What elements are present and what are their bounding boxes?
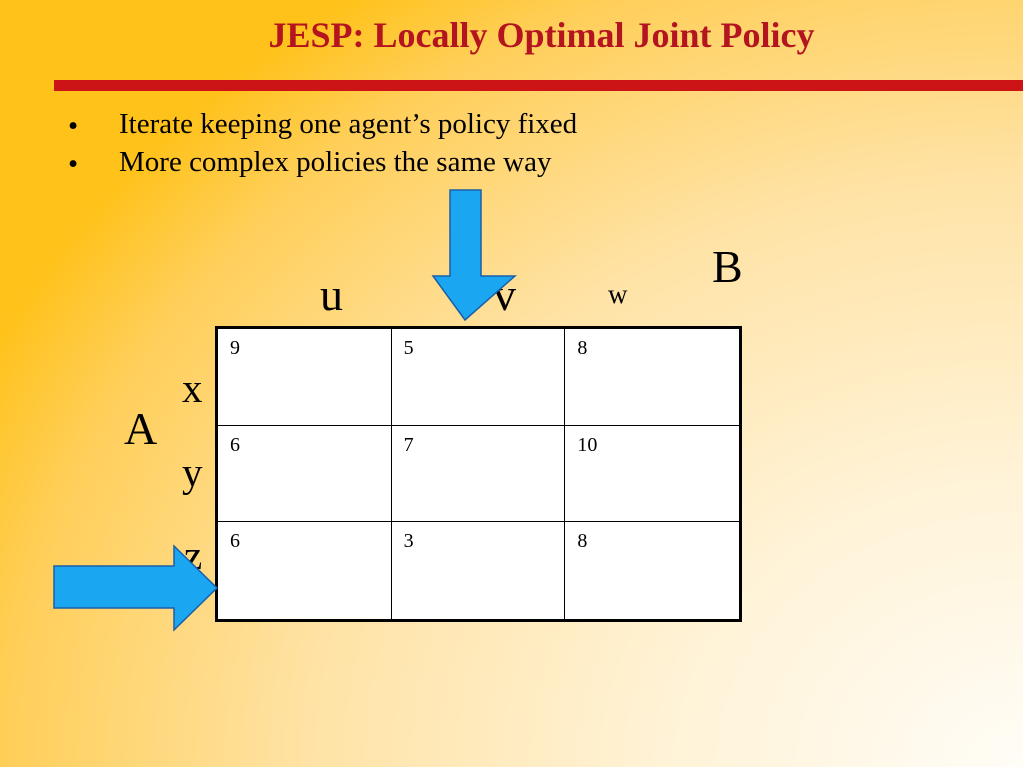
payoff-matrix: 9 5 8 6 7 10 6 3 8 — [215, 326, 742, 622]
payoff-cell-y-w: 10 — [565, 426, 739, 523]
bullet-text: Iterate keeping one agent’s policy fixed — [119, 108, 578, 140]
payoff-cell-x-u: 9 — [218, 329, 392, 426]
payoff-cell-z-v: 3 — [392, 522, 566, 619]
payoff-cell-z-w: 8 — [577, 530, 588, 553]
bullet-marker: • — [68, 110, 79, 142]
payoff-cell-y-u: 6 — [218, 425, 392, 523]
payoff-cell-y-v: 7 — [391, 425, 566, 523]
right-arrow-icon — [53, 544, 219, 632]
title-divider — [54, 80, 1023, 91]
bullet-text: More complex policies the same way — [119, 146, 552, 178]
payoff-cell-z-u: 6 — [218, 522, 392, 619]
slide-title: JESP: Locally Optimal Joint Policy — [268, 15, 815, 55]
row-player-label: A — [124, 403, 158, 454]
bullet-marker: • — [68, 148, 79, 180]
payoff-cell-x-w: 8 — [565, 329, 739, 426]
row-header-y: y — [182, 449, 203, 495]
column-header-w: w — [608, 279, 628, 309]
column-player-label: B — [712, 241, 743, 292]
payoff-cell-x-v: 5 — [391, 329, 566, 426]
column-header-u: u — [320, 269, 343, 320]
row-header-x: x — [182, 365, 203, 411]
down-arrow-icon — [431, 189, 517, 322]
